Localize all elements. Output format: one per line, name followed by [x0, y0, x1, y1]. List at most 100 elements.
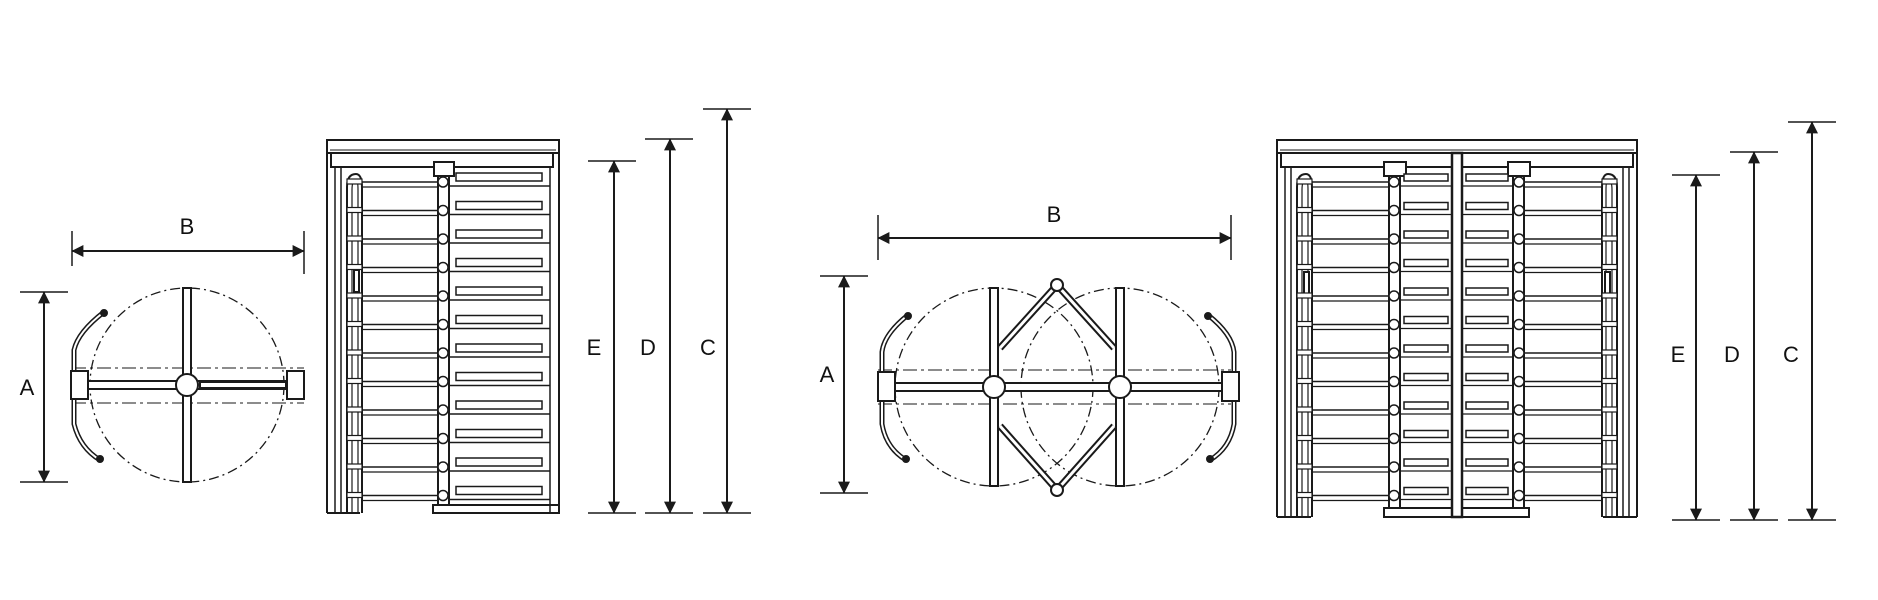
rail-end-top [100, 309, 108, 317]
rotor-arm [455, 314, 543, 325]
rotor-arm [455, 485, 543, 496]
rotor-pivot [437, 290, 449, 302]
rotor-arm-right [1465, 315, 1509, 325]
canopy [326, 139, 560, 154]
rotor-pivot-left [1388, 233, 1400, 245]
guard-rail [346, 172, 363, 513]
bar-bracket [1601, 491, 1618, 499]
rotor-arm [455, 428, 543, 439]
double-top-labels: B A [820, 202, 1062, 387]
bar-bracket [346, 206, 363, 214]
bar-bracket [1296, 292, 1313, 299]
label-c: C [700, 335, 716, 360]
rotor-arm [455, 200, 543, 211]
bar-bracket [1296, 434, 1313, 442]
rotor-arm-right [1465, 344, 1509, 353]
double-height-labels: E D C [1671, 342, 1799, 367]
rotor-arm-left [1403, 258, 1449, 268]
double-front-view [1276, 139, 1638, 519]
rotor-pivot [437, 261, 449, 274]
bar-bracket [1296, 178, 1313, 185]
bar-bracket [1296, 263, 1313, 271]
bar-bracket [1601, 235, 1618, 242]
label-b: B [180, 214, 195, 239]
rotor-arm-left [1403, 315, 1449, 325]
rotor-hub-right [1108, 375, 1132, 399]
bar-bracket [346, 491, 363, 499]
bar-bracket [1296, 377, 1313, 385]
bar-bracket [1296, 235, 1313, 242]
bar-bracket [1601, 292, 1618, 299]
guard-rail-inner [351, 179, 359, 513]
rotor-arm-left [1403, 287, 1449, 296]
label-a: A [820, 362, 835, 387]
label-d: D [640, 335, 656, 360]
rotor-arm-right [1465, 458, 1509, 467]
single-height-dims [588, 108, 751, 514]
rotor-cap [433, 161, 455, 177]
rotor-pivot-right [1513, 489, 1525, 502]
canopy [1276, 139, 1638, 154]
diag-arm-top-inner [998, 282, 1116, 350]
label-b: B [1047, 202, 1062, 227]
rail-end-1 [904, 312, 912, 320]
rotor-pivot [437, 233, 449, 245]
rotor-arm-right [1465, 372, 1509, 382]
bar-bracket [1296, 406, 1313, 413]
rotor-pivot-left [1388, 375, 1400, 388]
rotor-arm-right [1465, 230, 1509, 239]
rotor-pivot-right [1513, 432, 1525, 445]
rotor-arm-right [1465, 429, 1509, 439]
end-post-right [1221, 371, 1240, 402]
diag-joint-top [1050, 278, 1064, 292]
turnstile-bars [346, 172, 550, 502]
rotor-pivot [437, 204, 449, 217]
bar-bracket [346, 320, 363, 328]
single-top-labels: B A [20, 214, 195, 400]
rotor-arm-right [1465, 486, 1509, 496]
rotor-pivot-right [1513, 204, 1525, 217]
end-post-left [877, 371, 896, 402]
label-e: E [587, 335, 602, 360]
rotor-pivot-right [1513, 261, 1525, 274]
rotor-pivot [437, 489, 449, 502]
rail-end-4 [1206, 455, 1214, 463]
rotor-pivot-left [1388, 347, 1400, 359]
bar-bracket [1601, 349, 1618, 356]
bar-bracket [1601, 320, 1618, 328]
rotor-arm-left [1403, 230, 1449, 239]
bar-bracket [1601, 263, 1618, 271]
rotor-arm-horizontal [891, 382, 1223, 392]
turnstile-bars [1296, 173, 1618, 502]
bar-bracket [1601, 406, 1618, 413]
handle [353, 269, 360, 293]
rotor-arm [455, 229, 543, 239]
single-top-view [20, 231, 305, 483]
rotor-pivot-left [1388, 461, 1400, 473]
label-e-bg [585, 334, 603, 360]
bar-bracket [1601, 377, 1618, 385]
bar-bracket [346, 463, 363, 470]
rail-end-bottom [96, 455, 104, 463]
bar-bracket [1296, 320, 1313, 328]
rotor-pivot-right [1513, 318, 1525, 331]
rotor-pivot-left [1388, 204, 1400, 217]
rotor-hub [175, 373, 199, 397]
rotor-cap-right [1507, 161, 1531, 177]
bar-bracket [346, 235, 363, 242]
rotor-hub-left [982, 375, 1006, 399]
rotor-pivot [437, 176, 449, 188]
single-height-labels: E D C [585, 334, 716, 360]
rotor-arm-right [1465, 258, 1509, 268]
rotor-arm-left [1403, 372, 1449, 382]
handle-right [1604, 271, 1611, 295]
rotor-pivot-right [1513, 176, 1525, 188]
diag-arm-top [997, 279, 1117, 351]
bar-bracket [1296, 206, 1313, 214]
bar-bracket [1601, 434, 1618, 442]
rotor-pivot [437, 461, 449, 473]
rotor-arm-right [1465, 201, 1509, 211]
label-c: C [1783, 342, 1799, 367]
bar-bracket [346, 406, 363, 413]
